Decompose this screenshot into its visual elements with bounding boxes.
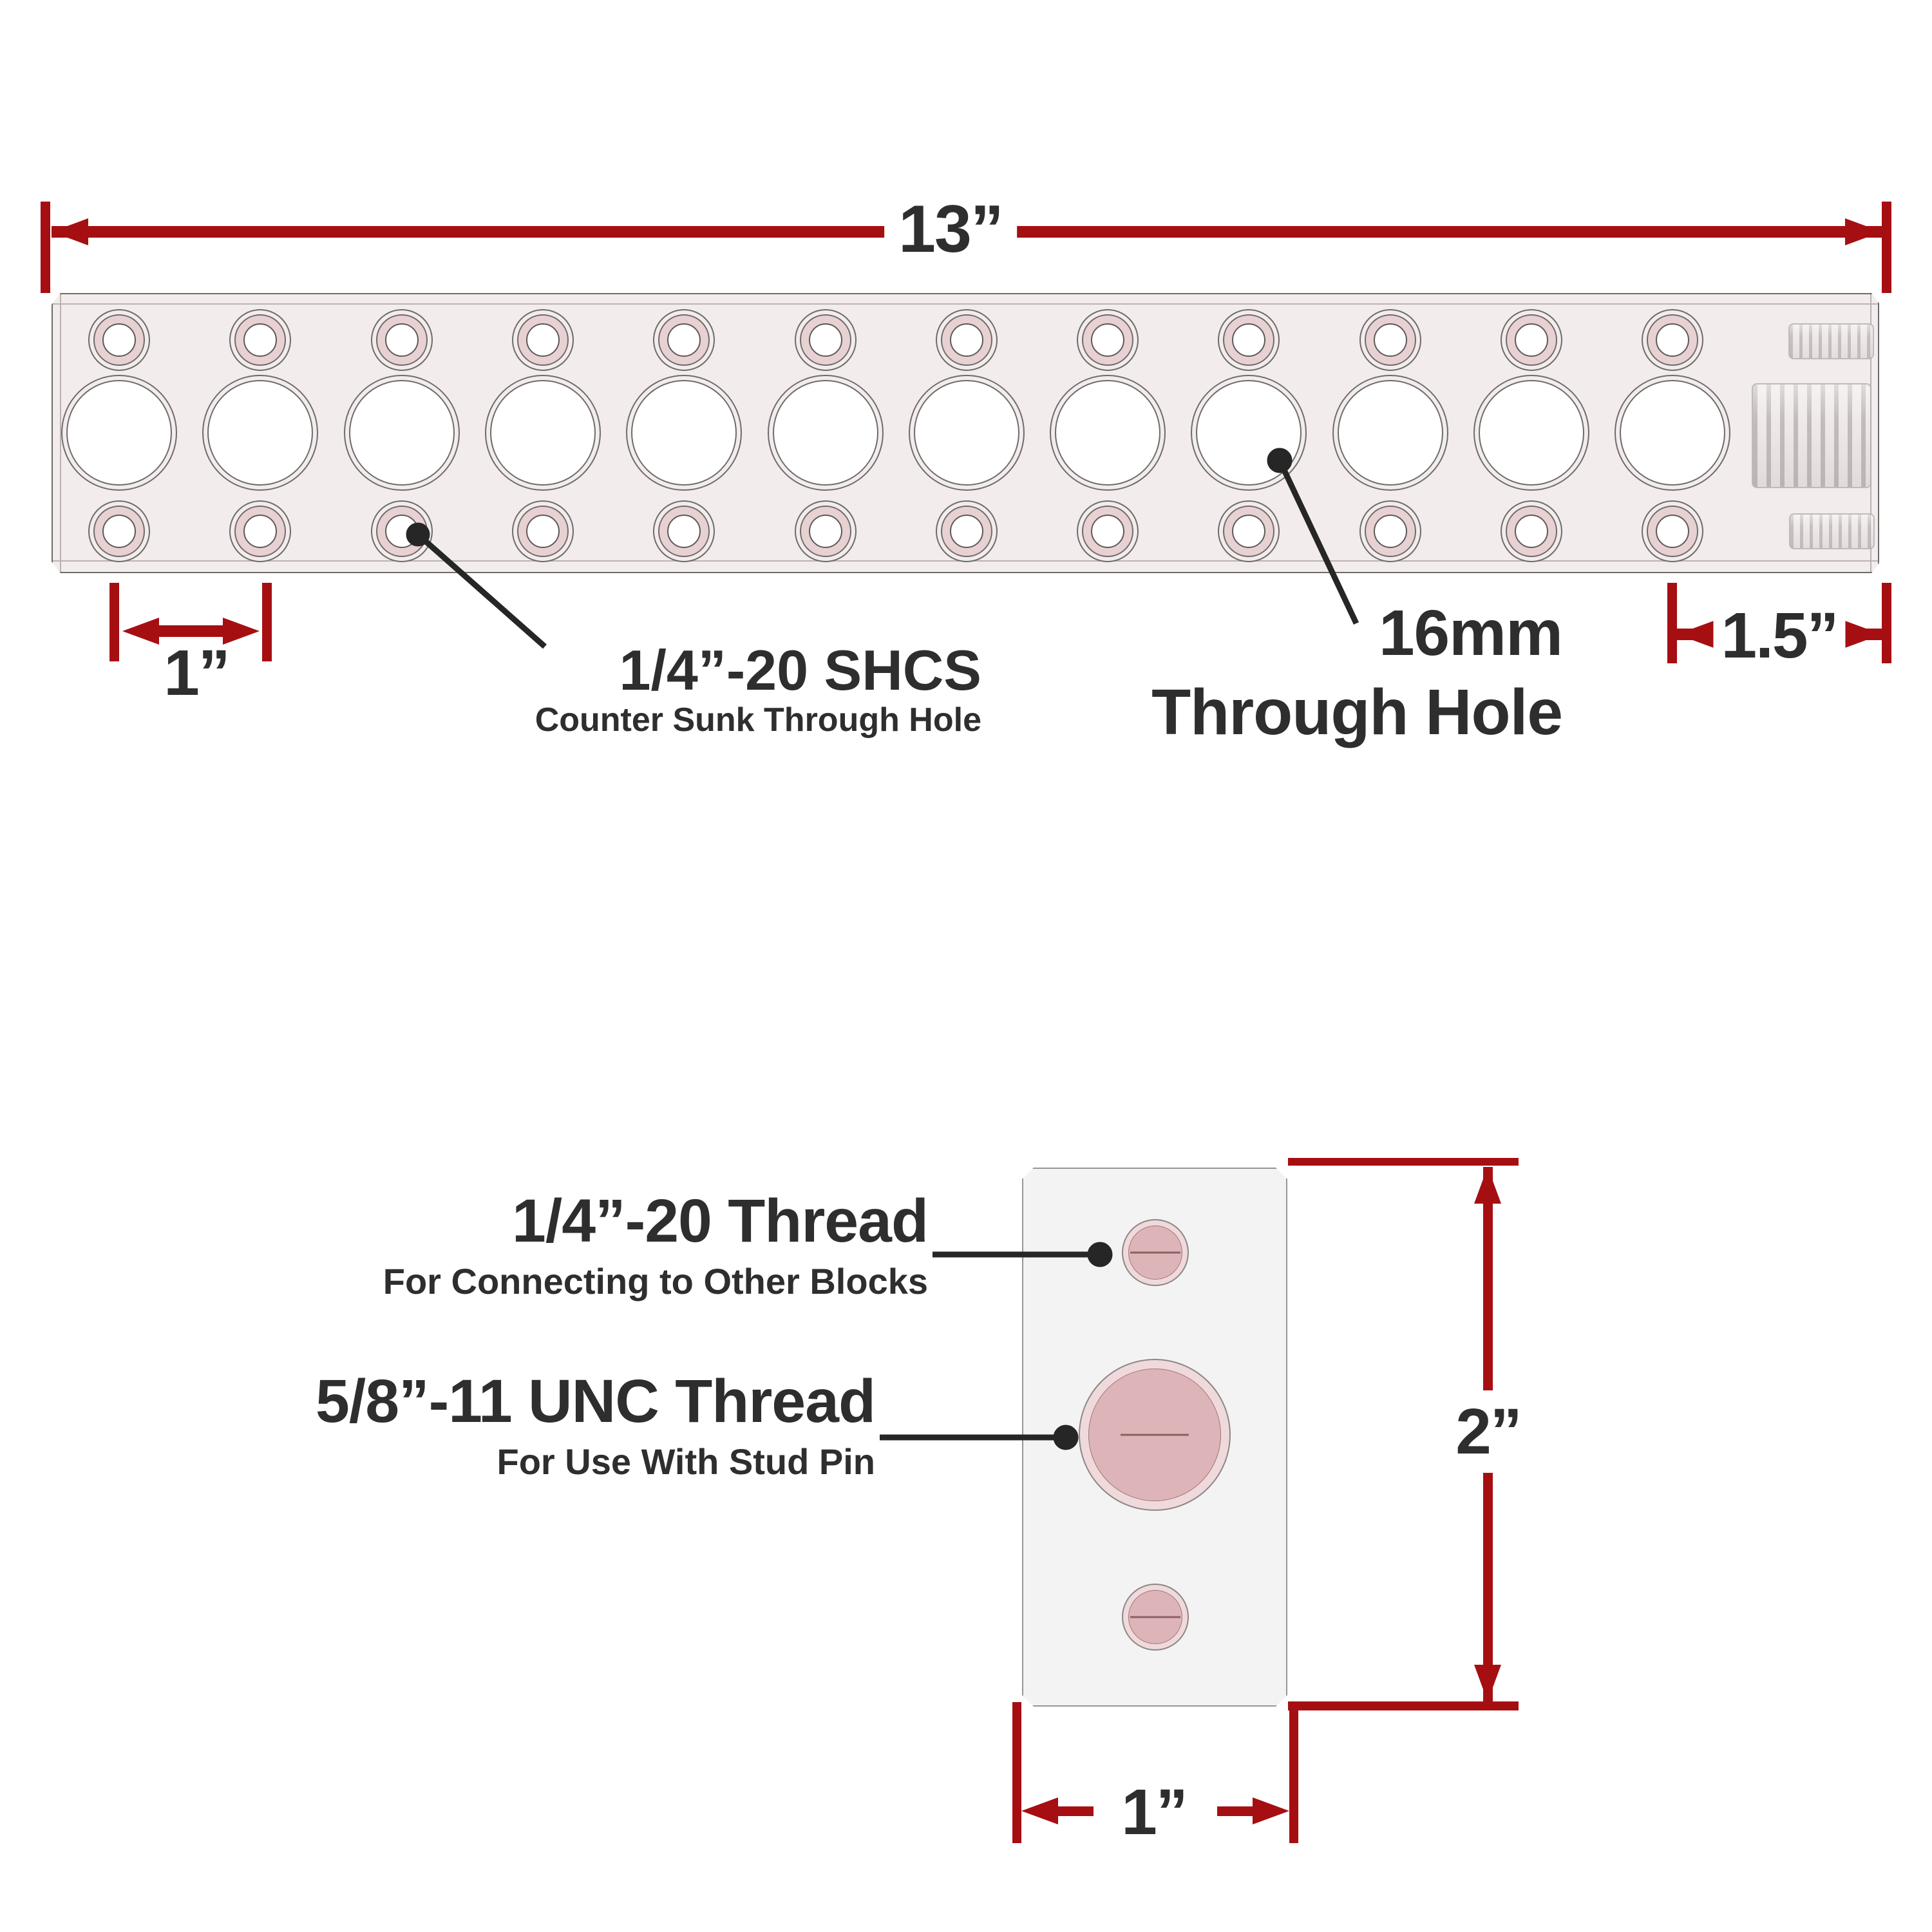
countersink-hole-top xyxy=(1501,309,1562,371)
end-offset-label: 1.5” xyxy=(1713,600,1846,672)
dim-tick xyxy=(1667,583,1677,663)
countersink-hole-bottom xyxy=(1359,500,1421,562)
dim-line xyxy=(138,625,243,637)
through-hole-16mm xyxy=(768,375,884,491)
through-hole-16mm xyxy=(626,375,742,491)
arrow-right-icon xyxy=(1845,621,1882,648)
through-hole-16mm xyxy=(485,375,601,491)
countersink-hole-top xyxy=(88,309,150,371)
countersink-hole-top xyxy=(653,309,715,371)
hole-spacing-label: 1” xyxy=(164,637,231,709)
bar-top-bevel-line xyxy=(53,303,1878,305)
through-hole-16mm xyxy=(202,375,318,491)
threaded-stud-large xyxy=(1752,383,1871,488)
dim-line xyxy=(1056,1806,1094,1816)
countersink-hole-top xyxy=(1642,309,1703,371)
dim-tick xyxy=(1012,1702,1021,1843)
countersink-hole-bottom xyxy=(1218,500,1280,562)
extension-line-bottom xyxy=(1288,1701,1519,1710)
arrow-left-icon xyxy=(122,618,159,645)
countersink-hole-bottom xyxy=(88,500,150,562)
dim-line xyxy=(1217,1806,1255,1816)
center-thread-callout-subtitle: For Use With Stud Pin xyxy=(497,1441,875,1482)
dim-tick xyxy=(109,583,119,661)
countersink-hole-bottom xyxy=(653,500,715,562)
dim-tick xyxy=(41,202,50,293)
countersink-hole-bottom xyxy=(1501,500,1562,562)
through-hole-16mm xyxy=(909,375,1025,491)
through-hole-callout-line2: Through Hole xyxy=(1151,676,1563,748)
quarter-thread-port-bottom xyxy=(1122,1584,1189,1651)
countersink-hole-bottom xyxy=(371,500,433,562)
arrow-down-icon xyxy=(1474,1665,1501,1701)
through-hole-16mm xyxy=(1615,375,1730,491)
dim-tick xyxy=(1882,583,1891,663)
through-hole-callout: 16mm Through Hole xyxy=(1151,597,1563,748)
quarter-thread-port-top xyxy=(1122,1219,1189,1286)
countersink-hole-bottom xyxy=(229,500,291,562)
countersink-callout: 1/4”-20 SHCS Counter Sunk Through Hole xyxy=(535,638,981,739)
through-hole-callout-line1: 16mm xyxy=(1378,597,1563,669)
extension-line-top xyxy=(1288,1158,1519,1166)
center-thread-callout-title: 5/8”-11 UNC Thread xyxy=(316,1367,876,1435)
center-thread-callout: 5/8”-11 UNC Thread For Use With Stud Pin xyxy=(316,1367,876,1482)
countersink-hole-bottom xyxy=(1642,500,1703,562)
countersink-hole-top xyxy=(1359,309,1421,371)
countersink-hole-bottom xyxy=(795,500,857,562)
countersink-hole-top xyxy=(1077,309,1139,371)
block-height-label: 2” xyxy=(1449,1390,1528,1473)
overall-width-label: 13” xyxy=(884,192,1017,267)
thread-slot-line xyxy=(1130,1251,1180,1254)
countersink-hole-top xyxy=(371,309,433,371)
block-width-label: 1” xyxy=(1121,1776,1188,1848)
arrow-right-icon xyxy=(1253,1797,1289,1824)
thread-slot-line xyxy=(1121,1434,1189,1436)
through-hole-16mm xyxy=(1050,375,1166,491)
countersink-hole-bottom xyxy=(512,500,574,562)
countersink-hole-top xyxy=(512,309,574,371)
stud-thread-port-center xyxy=(1079,1359,1231,1511)
top-thread-callout-subtitle: For Connecting to Other Blocks xyxy=(383,1261,928,1302)
top-thread-callout: 1/4”-20 Thread For Connecting to Other B… xyxy=(383,1187,929,1302)
countersink-hole-top xyxy=(795,309,857,371)
countersink-hole-top xyxy=(229,309,291,371)
through-hole-16mm xyxy=(1191,375,1307,491)
arrow-right-icon xyxy=(223,618,260,645)
top-thread-callout-title: 1/4”-20 Thread xyxy=(512,1187,929,1255)
countersink-hole-top xyxy=(1218,309,1280,371)
threaded-stud-small-top xyxy=(1788,323,1874,359)
thread-slot-line xyxy=(1130,1616,1180,1618)
through-hole-16mm xyxy=(344,375,460,491)
arrow-left-icon xyxy=(1021,1797,1058,1824)
thread-core xyxy=(1088,1368,1221,1501)
through-hole-16mm xyxy=(1473,375,1589,491)
through-hole-16mm xyxy=(1332,375,1448,491)
arrow-left-icon xyxy=(1677,621,1714,648)
arrow-left-icon xyxy=(52,218,88,245)
countersink-hole-top xyxy=(936,309,998,371)
countersink-hole-bottom xyxy=(1077,500,1139,562)
countersink-hole-bottom xyxy=(936,500,998,562)
arrow-right-icon xyxy=(1845,218,1882,245)
dim-tick xyxy=(262,583,272,661)
countersink-callout-subtitle: Counter Sunk Through Hole xyxy=(535,701,981,739)
through-hole-16mm xyxy=(61,375,177,491)
dim-tick xyxy=(1882,202,1891,293)
threaded-stud-small-bottom xyxy=(1789,513,1875,549)
dim-tick xyxy=(1289,1702,1298,1843)
countersink-callout-title: 1/4”-20 SHCS xyxy=(619,638,981,702)
arrow-up-icon xyxy=(1474,1167,1501,1204)
bar-left-bevel-line xyxy=(60,294,61,572)
